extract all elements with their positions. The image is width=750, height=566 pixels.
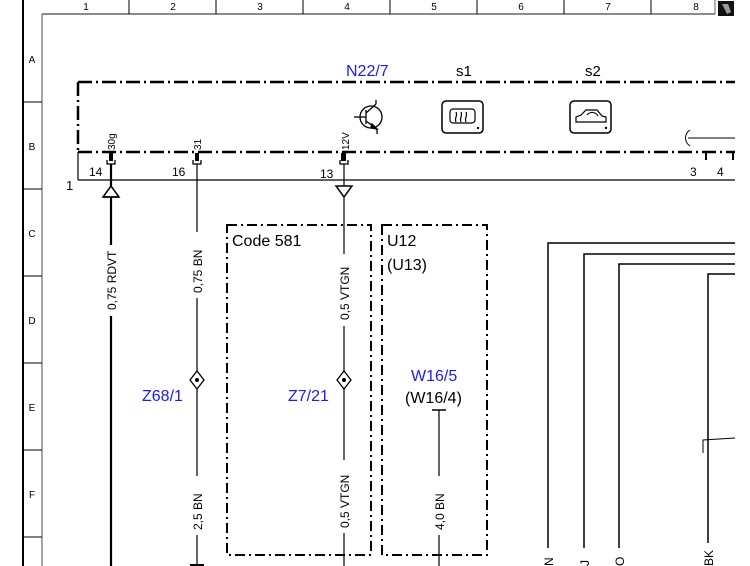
- pin-signal: 31: [193, 138, 204, 150]
- column-label: 3: [257, 2, 263, 13]
- right-wire-bundle: [547, 242, 736, 548]
- rear-window-defroster-icon[interactable]: [441, 100, 484, 134]
- module-id: N22/7: [346, 63, 389, 80]
- wire-rdvt[interactable]: 0,75 RDVT: [101, 164, 121, 566]
- ground-w16-5[interactable]: W16/5 (W16/4) 4,0 BN: [405, 368, 462, 566]
- wire-bn[interactable]: 0,75 BN 2,5 BN: [190, 164, 205, 566]
- wire-label: 2,5 BN: [191, 493, 205, 530]
- row-label: C: [28, 229, 35, 240]
- wire-label: 0,75 RDVT: [105, 250, 119, 310]
- pin-number: 3: [690, 165, 697, 179]
- pin-number: 4: [717, 165, 724, 179]
- column-label: 6: [518, 2, 524, 13]
- u13-label: (U13): [387, 257, 427, 274]
- wire-vtgn[interactable]: 0,5 VTGN 0,5 VTGN: [334, 164, 354, 566]
- svg-text:N: N: [542, 557, 556, 566]
- right-wire-labels-partial: N J O BK: [542, 550, 716, 566]
- column-label: 7: [605, 2, 611, 13]
- column-label: 4: [344, 2, 350, 13]
- u12-label: U12: [387, 233, 416, 250]
- car-recirculation-icon[interactable]: [569, 100, 612, 134]
- pin-number: 14: [89, 165, 103, 179]
- column-label: 2: [170, 2, 176, 13]
- row-label: F: [29, 490, 35, 501]
- row-label: E: [29, 403, 36, 414]
- wire-label: 0,75 BN: [191, 250, 205, 293]
- u12-box: U12 (U13): [381, 224, 488, 556]
- pin-signal: 12V: [341, 132, 352, 150]
- transistor-icon: [354, 100, 383, 134]
- splice-id: Z7/21: [288, 388, 329, 405]
- connector-1: 1 14 30g 16 31 13 12V 3 4: [66, 132, 735, 193]
- connector-number: 1: [66, 178, 73, 193]
- column-label: 8: [693, 2, 699, 13]
- switch-s2-label: s2: [585, 63, 601, 80]
- row-label: A: [29, 55, 36, 66]
- svg-text:BK: BK: [702, 550, 716, 566]
- wire-label: 0,5 VTGN: [338, 475, 352, 528]
- svg-text:J: J: [578, 560, 592, 566]
- pin-number: 16: [172, 165, 186, 179]
- grid-ruler: 1 2 3 4 5 6 7 8 A B C D E F: [22, 0, 734, 566]
- row-label: B: [29, 142, 36, 153]
- code-box-label: Code 581: [232, 233, 301, 250]
- switch-s1-label: s1: [456, 63, 472, 80]
- splice-z7-21[interactable]: Z7/21: [288, 369, 352, 405]
- row-label: D: [28, 316, 35, 327]
- wire-label: 0,5 VTGN: [338, 267, 352, 320]
- column-label: 5: [431, 2, 437, 13]
- splice-id: Z68/1: [142, 388, 183, 405]
- column-label: 1: [83, 2, 89, 13]
- ground-id: W16/5: [411, 368, 457, 385]
- wire-label: 4,0 BN: [433, 493, 447, 530]
- pin-number: 13: [320, 167, 334, 181]
- code-581-box: Code 581: [226, 224, 372, 556]
- pen-icon[interactable]: [718, 1, 734, 16]
- pin-signal: 30g: [107, 133, 118, 150]
- ground-alt-id: (W16/4): [405, 390, 462, 407]
- module-n22-7: N22/7 s1 s2: [76, 63, 735, 154]
- svg-text:O: O: [613, 557, 627, 566]
- splice-z68-1[interactable]: Z68/1: [142, 369, 205, 405]
- partial-component-arc: [685, 129, 735, 147]
